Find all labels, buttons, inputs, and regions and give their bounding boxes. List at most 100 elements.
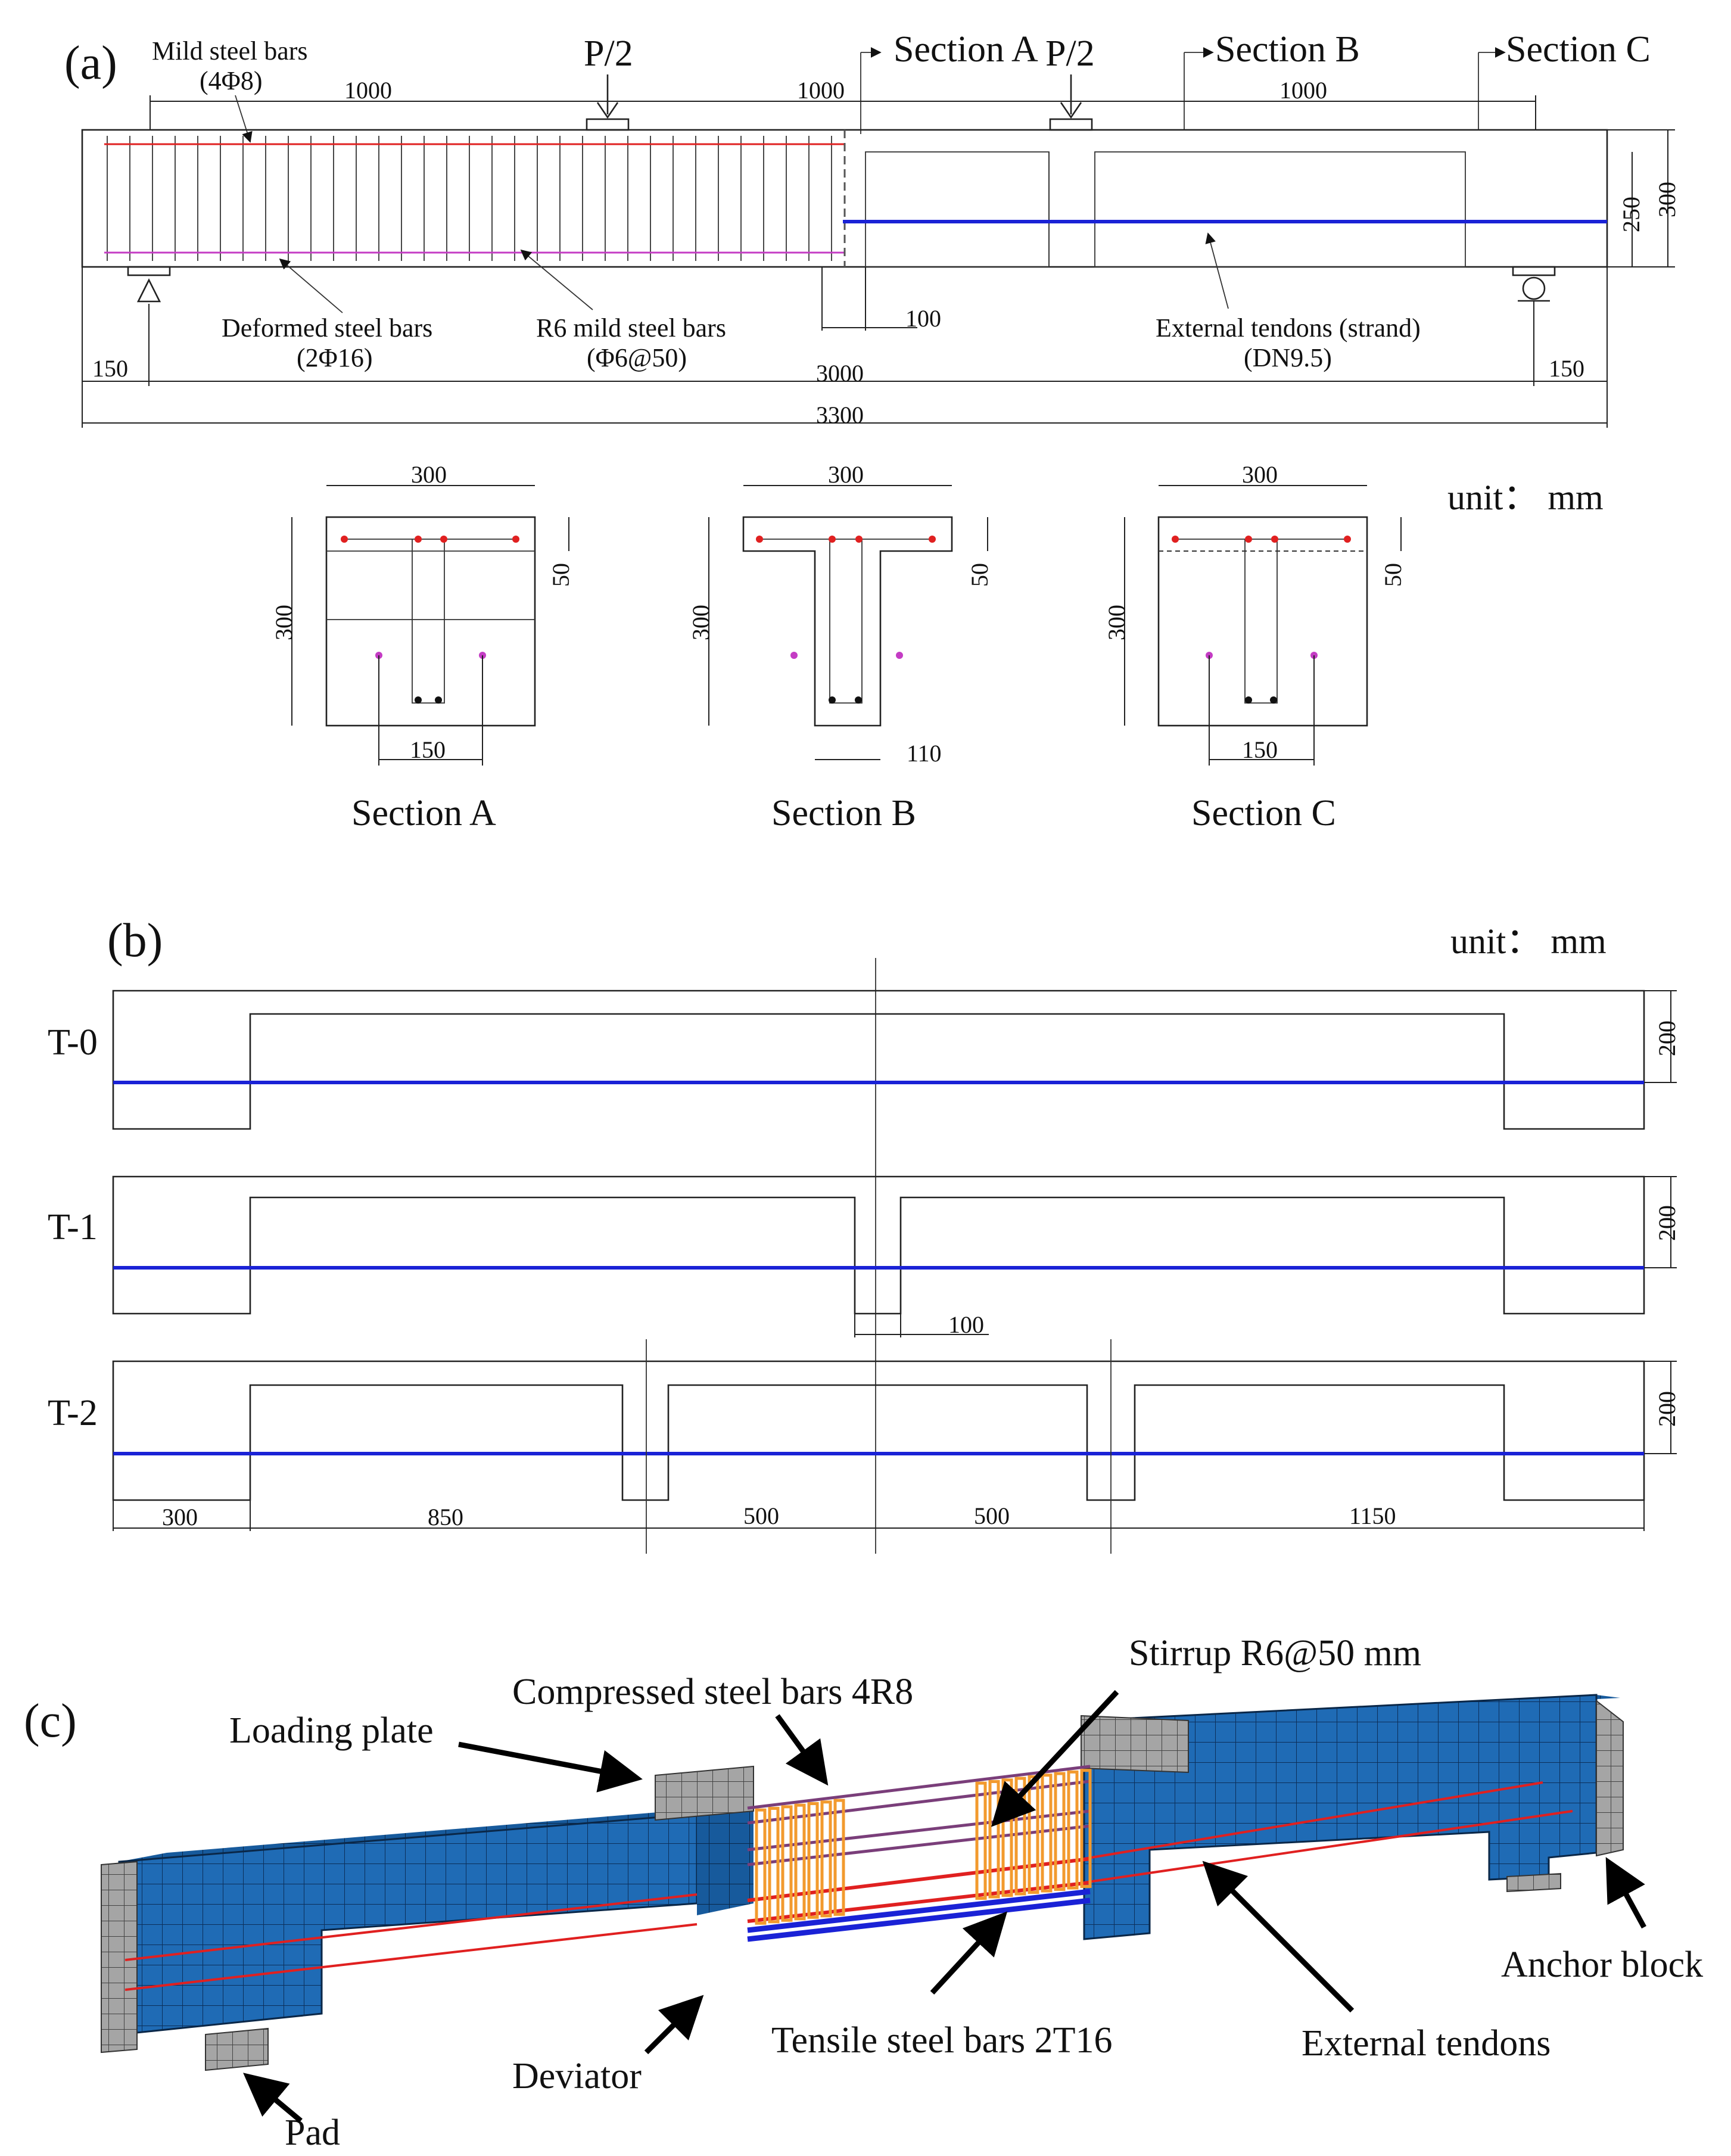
fe-stirrup <box>833 1799 845 1916</box>
top-dim-right: 1000 <box>1279 77 1327 104</box>
fe-stirrup <box>768 1806 780 1924</box>
section-a-label: Section A <box>893 29 1038 70</box>
fe-stirrup <box>1054 1772 1066 1891</box>
sec-a-flange: 50 <box>547 563 574 587</box>
arrow-tensile <box>930 1911 1008 1995</box>
t0-height: 200 <box>1654 1021 1680 1056</box>
t1-gap: 100 <box>948 1311 984 1338</box>
section-c-drawing <box>1124 485 1402 766</box>
fe-stirrup <box>1080 1769 1092 1889</box>
top-dimension-lines <box>150 95 1536 130</box>
label-pad: Pad <box>285 2113 340 2153</box>
unit-label-b: unit： mm <box>1450 922 1607 961</box>
gap-dim: 100 <box>905 305 941 332</box>
panel-c: (c) <box>24 1633 1703 2153</box>
fe-stirrup <box>975 1781 987 1900</box>
arrow-deviator <box>644 1995 704 2055</box>
fe-stirrup <box>1001 1778 1013 1897</box>
panel-a-label: (a) <box>64 37 117 89</box>
load-label-right: P/2 <box>1045 33 1095 74</box>
section-b-label: Section B <box>1215 29 1360 70</box>
sec-b-height: 300 <box>687 605 714 640</box>
arrow-pad <box>243 2073 303 2123</box>
bottom-dim-span: 3000 <box>816 360 864 387</box>
mild-steel-spec: (4Φ8) <box>200 66 262 95</box>
fe-beam-left <box>101 1765 754 2071</box>
fe-stirrup <box>988 1779 1000 1899</box>
sec-b-title: Section B <box>771 793 916 833</box>
t1-label: T-1 <box>48 1207 98 1247</box>
sec-a-spacing: 150 <box>410 736 446 763</box>
r6-label: R6 mild steel bars <box>536 313 726 343</box>
bottom-dim-left: 150 <box>92 355 128 382</box>
fe-stirrup <box>820 1800 832 1918</box>
sec-c-title: Section C <box>1191 793 1336 833</box>
panel-b-label: (b) <box>107 914 163 967</box>
fe-stirrup <box>755 1808 767 1925</box>
label-compressed: Compressed steel bars 4R8 <box>512 1672 913 1712</box>
sec-b-width: 300 <box>828 461 864 488</box>
t0-label: T-0 <box>48 1022 98 1063</box>
beam-t1 <box>112 1175 1677 1337</box>
right-dimension-lines <box>1607 129 1675 267</box>
t2-dim-1: 300 <box>162 1504 198 1530</box>
bottom-dimension-lines <box>82 267 1608 428</box>
panel-c-label: (c) <box>24 1695 77 1747</box>
right-dim-250: 250 <box>1618 197 1645 232</box>
load-arrow-left <box>586 74 630 131</box>
arrow-compressed <box>775 1714 829 1786</box>
external-spec: (DN9.5) <box>1244 343 1332 372</box>
r6-leader <box>520 249 593 310</box>
panel-a: (a) Mild steel bars (4Φ8) P/2 P/2 Sectio… <box>64 29 1680 833</box>
t2-dim-5: 1150 <box>1349 1502 1396 1529</box>
beam-t0 <box>112 990 1677 1130</box>
panel-b: (b) unit： mm T-0 200 T-1 200 100 <box>48 914 1680 1554</box>
sec-a-title: Section A <box>351 793 496 833</box>
top-dim-middle: 1000 <box>797 77 845 104</box>
deformed-leader <box>279 258 343 313</box>
right-dim-300: 300 <box>1654 182 1680 217</box>
t1-height: 200 <box>1654 1205 1680 1241</box>
arrow-stirrup <box>991 1690 1119 1827</box>
fe-stirrup <box>781 1805 793 1922</box>
t2-label: T-2 <box>48 1393 98 1433</box>
label-tendons: External tendons <box>1302 2023 1551 2064</box>
load-label-left: P/2 <box>584 33 633 74</box>
t2-dim-4: 500 <box>974 1502 1010 1529</box>
beam-elevation <box>81 129 1608 303</box>
deformed-spec: (2Φ16) <box>297 343 372 372</box>
arrow-tendons <box>1202 1861 1355 2013</box>
mild-steel-leader <box>235 95 253 143</box>
t2-dim-2: 850 <box>428 1504 463 1530</box>
sec-a-height: 300 <box>270 605 297 640</box>
external-leader <box>1205 232 1229 309</box>
t2-dim-3: 500 <box>743 1502 779 1529</box>
sec-c-flange: 50 <box>1380 563 1406 587</box>
arrow-loading-plate <box>458 1741 643 1793</box>
section-c-label: Section C <box>1506 29 1651 70</box>
sec-b-web: 110 <box>907 740 942 767</box>
label-deviator: Deviator <box>512 2056 642 2096</box>
section-marker-a <box>860 47 882 134</box>
label-anchor: Anchor block <box>1501 1945 1703 1985</box>
fe-stirrup <box>1028 1775 1039 1894</box>
unit-label-a: unit： mm <box>1447 478 1604 517</box>
right-support-pad <box>1512 266 1556 276</box>
label-stirrup: Stirrup R6@50 mm <box>1129 1633 1421 1673</box>
t2-height: 200 <box>1654 1391 1680 1427</box>
fe-stirrup <box>1041 1774 1053 1893</box>
mild-steel-label: Mild steel bars <box>152 36 308 66</box>
r6-spec: (Φ6@50) <box>587 343 687 372</box>
label-loading-plate: Loading plate <box>229 1710 434 1751</box>
load-arrow-right <box>1049 74 1093 131</box>
beam-t2 <box>112 1339 1677 1554</box>
section-marker-c <box>1478 47 1506 130</box>
bottom-dim-total: 3300 <box>816 402 864 428</box>
section-marker-b <box>1184 47 1214 130</box>
left-support-pad <box>127 266 171 276</box>
sec-b-flange: 50 <box>966 563 993 587</box>
fe-reinforcement <box>747 1765 1092 1942</box>
sec-c-width: 300 <box>1242 461 1278 488</box>
roller-support <box>1522 276 1546 300</box>
section-a-drawing <box>291 485 569 766</box>
